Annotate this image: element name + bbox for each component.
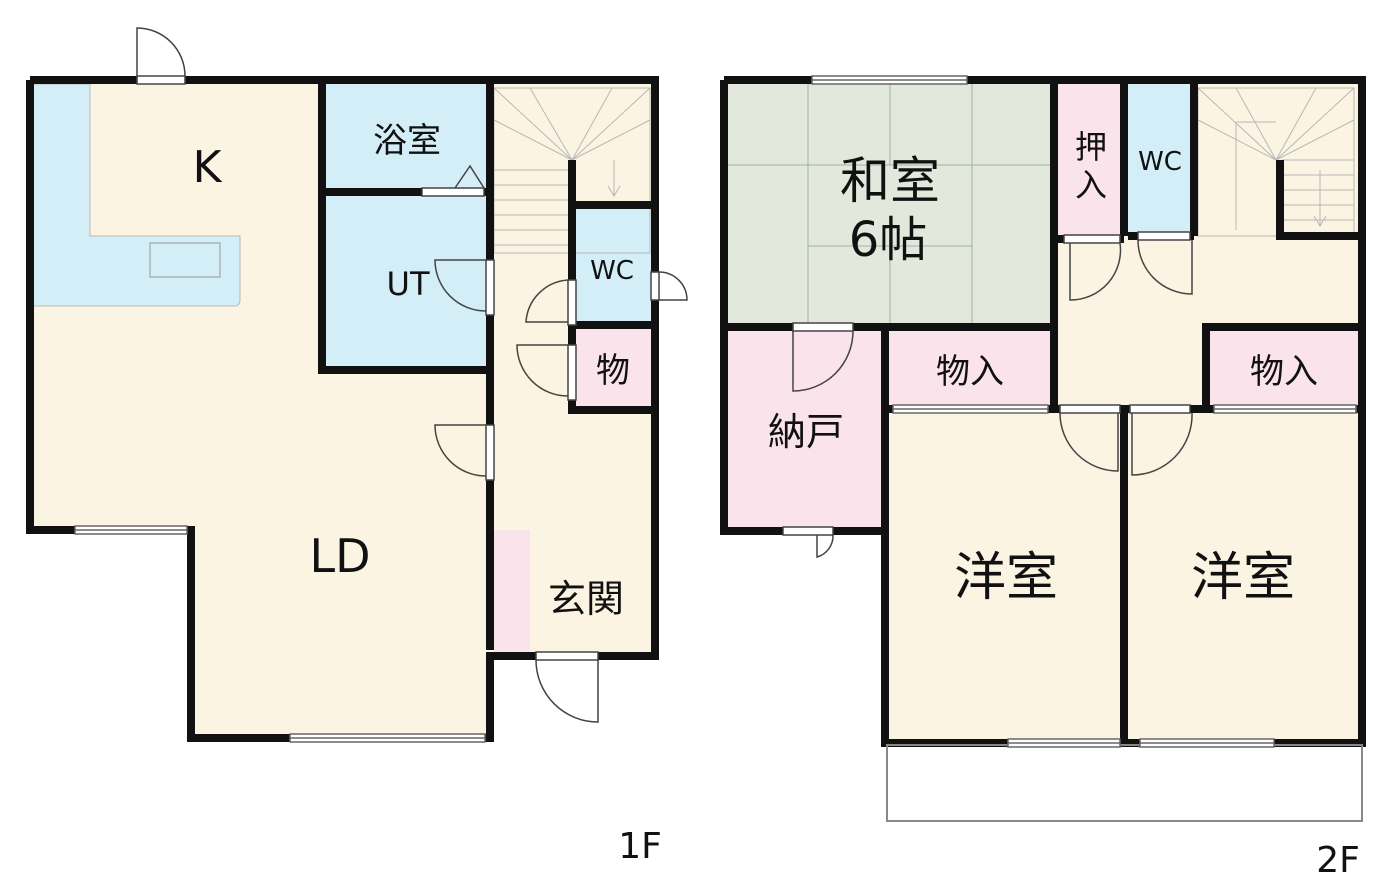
room-label-kitchen: K bbox=[193, 142, 223, 193]
bathroom-fill bbox=[322, 84, 489, 192]
oshiire-char-2: 入 bbox=[1075, 166, 1107, 204]
room-label-entrance: 玄関 bbox=[548, 577, 624, 621]
storeroom-fill bbox=[728, 327, 885, 527]
room-label-western-room-right: 洋室 bbox=[1191, 548, 1295, 608]
windows-2f bbox=[811, 75, 1357, 748]
room-label-oshiire: 押入 bbox=[1075, 128, 1107, 204]
doors-1f bbox=[136, 27, 688, 723]
oshiire-char-1: 押 bbox=[1075, 128, 1107, 166]
balcony bbox=[886, 744, 1363, 822]
tatami-room-fill bbox=[728, 84, 1054, 327]
room-label-japanese-room: 和室 bbox=[840, 152, 940, 210]
closet-right-fill bbox=[1210, 331, 1358, 409]
room-label-closet-right: 物入 bbox=[1250, 352, 1318, 392]
room-label-toilet-1f: WC bbox=[590, 256, 634, 286]
utility-fill bbox=[322, 196, 489, 370]
room-label-storeroom: 納戸 bbox=[768, 410, 844, 454]
room-label-closet-left: 物入 bbox=[936, 352, 1004, 392]
toilet-2f-fill bbox=[1128, 84, 1194, 236]
room-label-toilet-2f: WC bbox=[1138, 147, 1182, 177]
floor-2-plan: 和室 6帖 押入 WC 納戸 物入 物入 洋室 洋室 2F bbox=[720, 75, 1366, 881]
western-room-right-fill bbox=[1126, 409, 1358, 739]
floor-label-1f: 1F bbox=[618, 826, 662, 867]
floor-label-2f: 2F bbox=[1316, 840, 1360, 881]
doors-2f bbox=[782, 231, 1193, 558]
oshiire-fill bbox=[1058, 84, 1124, 239]
room-label-utility: UT bbox=[387, 265, 430, 303]
windows-1f bbox=[74, 525, 486, 743]
tatami-mat-lines bbox=[728, 84, 1054, 327]
toilet-1f-fill bbox=[572, 205, 654, 325]
floor-1-plan: K 浴室 UT WC 物 LD 玄関 1F bbox=[26, 27, 688, 867]
shoe-closet-fill bbox=[494, 530, 530, 656]
room-label-storage-1f: 物 bbox=[596, 351, 630, 391]
stairs-1f bbox=[493, 87, 651, 254]
western-room-left-fill bbox=[889, 409, 1122, 739]
room-label-japanese-room-size: 6帖 bbox=[849, 212, 928, 268]
room-label-living-dining: LD bbox=[309, 529, 370, 583]
entrance-fill bbox=[530, 530, 655, 656]
room-label-bathroom: 浴室 bbox=[373, 121, 441, 161]
closet-left-fill bbox=[889, 331, 1050, 409]
room-label-western-room-left: 洋室 bbox=[954, 548, 1058, 608]
storage-1f-fill bbox=[572, 328, 654, 408]
kitchen-sink bbox=[149, 242, 221, 278]
